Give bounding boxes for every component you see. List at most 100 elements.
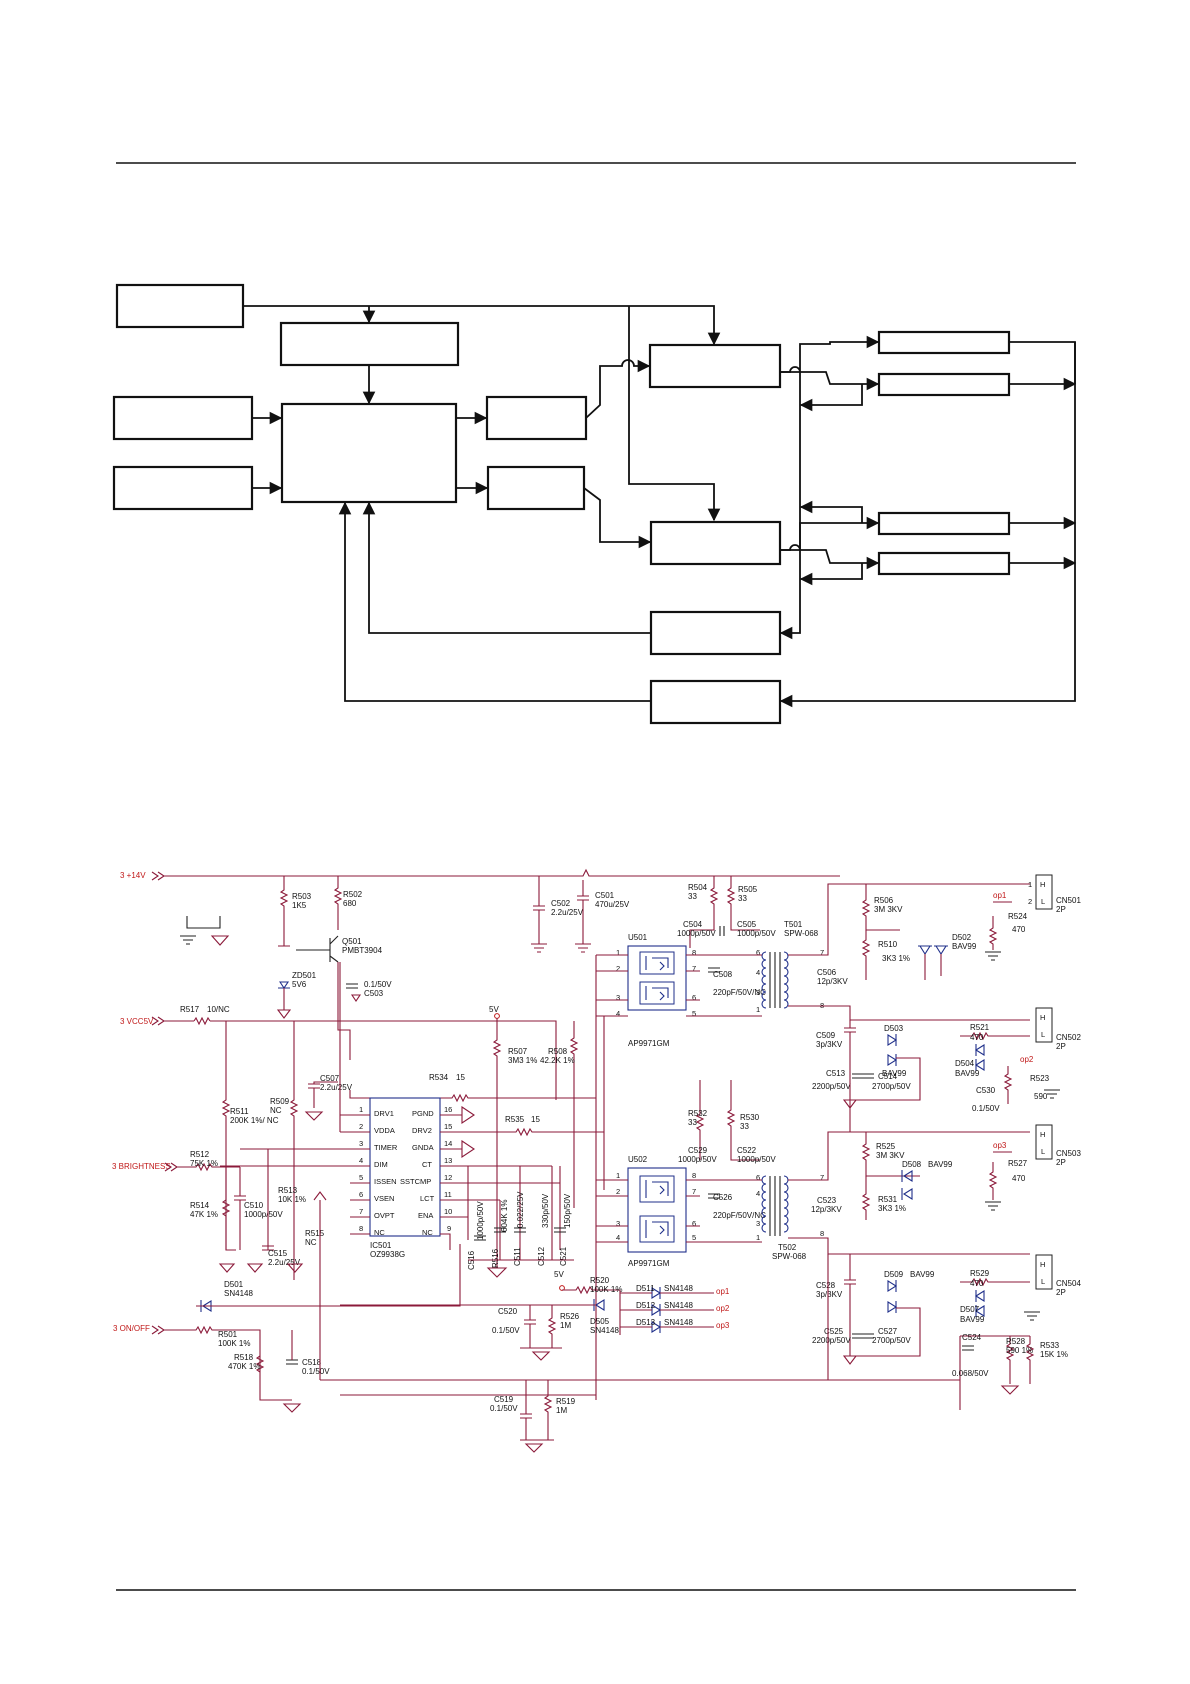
cn503 [1035,1124,1053,1160]
c503-value: 0.1/50V [364,980,392,989]
svg-text:2P: 2P [1056,905,1066,914]
r530-label: R530 [740,1113,760,1122]
u502-body [627,1167,687,1253]
block-diagram [112,283,1077,725]
cn501-label: CN501 [1056,896,1081,905]
r526-value: 1M [560,1321,571,1330]
svg-text:8: 8 [692,948,696,957]
d511-label: D511 [636,1284,655,1293]
r528-label: R528 [1006,1337,1026,1346]
svg-text:L: L [1041,1277,1045,1286]
svg-text:2: 2 [616,964,620,973]
svg-text:10: 10 [444,1207,452,1216]
c523-value: 12p/3KV [811,1205,842,1214]
svg-text:VSEN: VSEN [374,1194,394,1203]
r524-value: 470 [1012,925,1026,934]
svg-text:8: 8 [820,1229,824,1238]
svg-text:11: 11 [444,1190,452,1199]
op1-label-b: op1 [716,1287,730,1296]
c506-value: 12p/3KV [817,977,848,986]
svg-text:4: 4 [359,1156,363,1165]
cn502 [1035,1007,1053,1043]
c514-value: 2700p/50V [872,1082,911,1091]
r509-value: NC [270,1106,282,1115]
c502-label: C502 [551,899,571,908]
c511-label: C511 [513,1247,522,1266]
c525-label: C525 [824,1327,844,1336]
svg-text:2P: 2P [1056,1288,1066,1297]
svg-text:6: 6 [692,1219,696,1228]
svg-text:H: H [1040,1013,1045,1022]
r515-label: R515 [305,1229,325,1238]
svg-text:ENA: ENA [418,1211,433,1220]
svg-text:3: 3 [616,993,620,1002]
c524-label: C524 [962,1333,982,1342]
c528-label: C528 [816,1281,836,1290]
r519-label: R519 [556,1397,576,1406]
r506-label: R506 [874,896,894,905]
c530-label: C530 [976,1086,996,1095]
d501-value: SN4148 [224,1289,253,1298]
svg-text:14: 14 [444,1139,452,1148]
svg-text:VDDA: VDDA [374,1126,395,1135]
r527-label: R527 [1008,1159,1028,1168]
d512-value: SN4148 [664,1301,693,1310]
v5-label-b: 5V [554,1270,564,1279]
r505-value: 33 [738,894,747,903]
c508-label: C508 [713,970,733,979]
ic501-label: IC501 [370,1241,392,1250]
r507-value: 3M3 1% [508,1056,537,1065]
svg-text:GNDA: GNDA [412,1143,434,1152]
r532-value: 33 [688,1118,697,1127]
block-protection [649,679,782,725]
net-vcc5v-label: 3 VCC5V [120,1017,154,1026]
c505-value: 1000p/50V [737,929,776,938]
r520-value: 100K 1% [590,1285,622,1294]
c513-value: 2200p/50V [812,1082,851,1091]
r503-value: 1K5 [292,901,307,910]
svg-text:1: 1 [756,1005,760,1014]
c507-value: 2.2u/25V [320,1083,353,1092]
r519-value: 1M [556,1406,567,1415]
c524-value: 0.068/50V [952,1369,989,1378]
c506-label: C506 [817,968,837,977]
r535-value: 15 [531,1115,540,1124]
block-lamp-3 [877,511,1011,536]
r508-label: R508 [548,1047,568,1056]
r532-label: R532 [688,1109,708,1118]
d505-value: SN4148 [590,1326,619,1335]
c520-label: C520 [498,1307,518,1316]
t502-label: T502 [778,1243,797,1252]
block-pwm-controller [280,402,458,504]
r518-label: R518 [234,1353,254,1362]
t501-part: SPW-068 [784,929,819,938]
r507-label: R507 [508,1047,528,1056]
c510-value: 1000p/50V [244,1210,283,1219]
c502-value: 2.2u/25V [551,908,584,917]
svg-text:3: 3 [616,1219,620,1228]
d508-value: BAV99 [928,1160,953,1169]
svg-text:2P: 2P [1056,1158,1066,1167]
r530-value: 33 [740,1122,749,1131]
block-feedback [649,610,782,656]
u502-label: U502 [628,1155,648,1164]
r501-value: 100K 1% [218,1339,250,1348]
d505-label: D505 [590,1317,610,1326]
c512-value: 330p/50V [541,1193,550,1228]
op1-label: op1 [993,891,1007,900]
r529-label: R529 [970,1269,990,1278]
svg-text:5: 5 [359,1173,363,1182]
svg-text:2P: 2P [1056,1042,1066,1051]
schematic: 3 +14V 3 VCC5V 3 BRIGHTNESS 3 ON/OFF R50… [112,868,1081,1453]
r523-value: 590 [1034,1092,1048,1101]
block-driver-a [485,395,588,441]
svg-text:L: L [1041,1147,1045,1156]
c523-label: C523 [817,1196,837,1205]
r521-label: R521 [970,1023,990,1032]
svg-text:SSTCMP: SSTCMP [400,1177,431,1186]
block-lamp-1 [877,330,1011,355]
svg-text:PGND: PGND [412,1109,434,1118]
svg-text:OVPT: OVPT [374,1211,395,1220]
svg-text:DRV1: DRV1 [374,1109,394,1118]
c527-value: 2700p/50V [872,1336,911,1345]
